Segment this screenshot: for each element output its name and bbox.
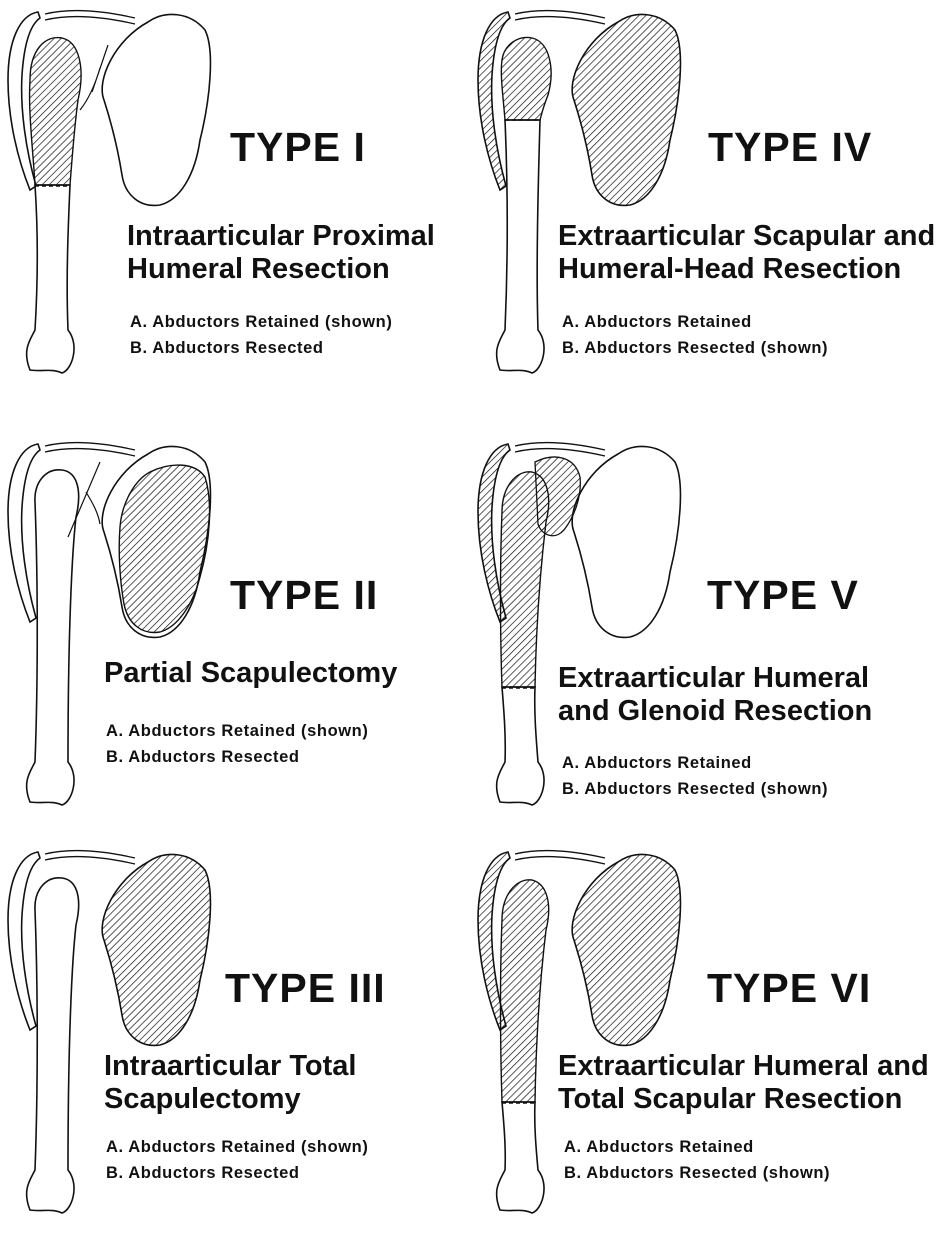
humerus-icon (27, 185, 74, 373)
humerus-icon (497, 120, 544, 373)
option-a: A. Abductors Retained (shown) (106, 1134, 368, 1160)
type-title: TYPE IV (708, 124, 872, 171)
option-a: A. Abductors Retained (562, 309, 828, 335)
procedure-line: Extraarticular Humeral (558, 662, 872, 695)
clavicle-icon (45, 851, 135, 864)
scapula-icon (572, 446, 680, 637)
procedure-name: Intraarticular Total Scapulectomy (104, 1050, 356, 1116)
humerus-icon (27, 470, 79, 805)
procedure-name: Extraarticular Humeral and Glenoid Resec… (558, 662, 872, 728)
procedure-line: Total Scapular Resection (558, 1083, 929, 1116)
procedure-name: Extraarticular Humeral and Total Scapula… (558, 1050, 929, 1116)
procedure-line: and Glenoid Resection (558, 695, 872, 728)
procedure-line: Partial Scapulectomy (104, 657, 397, 690)
procedure-line: Humeral-Head Resection (558, 253, 935, 286)
scapula-icon (572, 14, 680, 205)
abductor-options: A. Abductors Retained (shown) B. Abducto… (130, 309, 392, 361)
option-b: B. Abductors Resected (106, 744, 368, 770)
scapula-icon (572, 854, 680, 1045)
resected-humerus-icon (30, 38, 82, 185)
type-vi-panel: TYPE VI Extraarticular Humeral and Total… (470, 840, 945, 1251)
abductor-options: A. Abductors Retained (shown) B. Abducto… (106, 1134, 368, 1186)
clavicle-icon (515, 851, 605, 864)
humerus-icon (27, 878, 79, 1213)
clavicle-icon (515, 443, 605, 456)
option-b: B. Abductors Resected (130, 335, 392, 361)
type-ii-panel: TYPE II Partial Scapulectomy A. Abductor… (0, 432, 475, 843)
type-i-panel: TYPE I Intraarticular Proximal Humeral R… (0, 0, 475, 411)
type-title: TYPE VI (707, 965, 871, 1012)
procedure-name: Extraarticular Scapular and Humeral-Head… (558, 220, 935, 286)
clavicle-icon (45, 443, 135, 456)
type-iii-panel: TYPE III Intraarticular Total Scapulecto… (0, 840, 475, 1251)
scapula-icon (102, 14, 210, 205)
humerus-icon (497, 1102, 544, 1213)
resected-humerus-icon (501, 37, 551, 120)
option-a: A. Abductors Retained (562, 750, 828, 776)
scapula-icon (102, 854, 210, 1045)
deltoid-icon (8, 852, 40, 1030)
type-iv-panel: TYPE IV Extraarticular Scapular and Hume… (470, 0, 945, 411)
clavicle-icon (515, 11, 605, 24)
resected-scapula-icon (119, 465, 209, 632)
option-b: B. Abductors Resected (shown) (564, 1160, 830, 1186)
procedure-name: Intraarticular Proximal Humeral Resectio… (127, 220, 435, 286)
type-title: TYPE II (230, 572, 378, 619)
procedure-name: Partial Scapulectomy (104, 657, 397, 690)
option-a: A. Abductors Retained (shown) (106, 718, 368, 744)
abductor-options: A. Abductors Retained B. Abductors Resec… (562, 309, 828, 361)
type-title: TYPE III (225, 965, 386, 1012)
type-title: TYPE V (707, 572, 859, 619)
option-a: A. Abductors Retained (564, 1134, 830, 1160)
procedure-line: Extraarticular Scapular and (558, 220, 935, 253)
procedure-line: Intraarticular Proximal (127, 220, 435, 253)
procedure-line: Humeral Resection (127, 253, 435, 286)
resected-humerus-icon (501, 880, 549, 1102)
option-b: B. Abductors Resected (shown) (562, 335, 828, 361)
deltoid-icon (8, 444, 40, 622)
option-b: B. Abductors Resected (shown) (562, 776, 828, 802)
abductor-options: A. Abductors Retained B. Abductors Resec… (564, 1134, 830, 1186)
clavicle-icon (45, 11, 135, 24)
abductor-options: A. Abductors Retained B. Abductors Resec… (562, 750, 828, 802)
option-b: B. Abductors Resected (106, 1160, 368, 1186)
procedure-line: Extraarticular Humeral and (558, 1050, 929, 1083)
type-title: TYPE I (230, 124, 366, 171)
resected-humerus-icon (501, 472, 549, 687)
abductor-options: A. Abductors Retained (shown) B. Abducto… (106, 718, 368, 770)
type-v-panel: TYPE V Extraarticular Humeral and Glenoi… (470, 432, 945, 843)
procedure-line: Scapulectomy (104, 1083, 356, 1116)
procedure-line: Intraarticular Total (104, 1050, 356, 1083)
humerus-icon (497, 687, 544, 805)
option-a: A. Abductors Retained (shown) (130, 309, 392, 335)
